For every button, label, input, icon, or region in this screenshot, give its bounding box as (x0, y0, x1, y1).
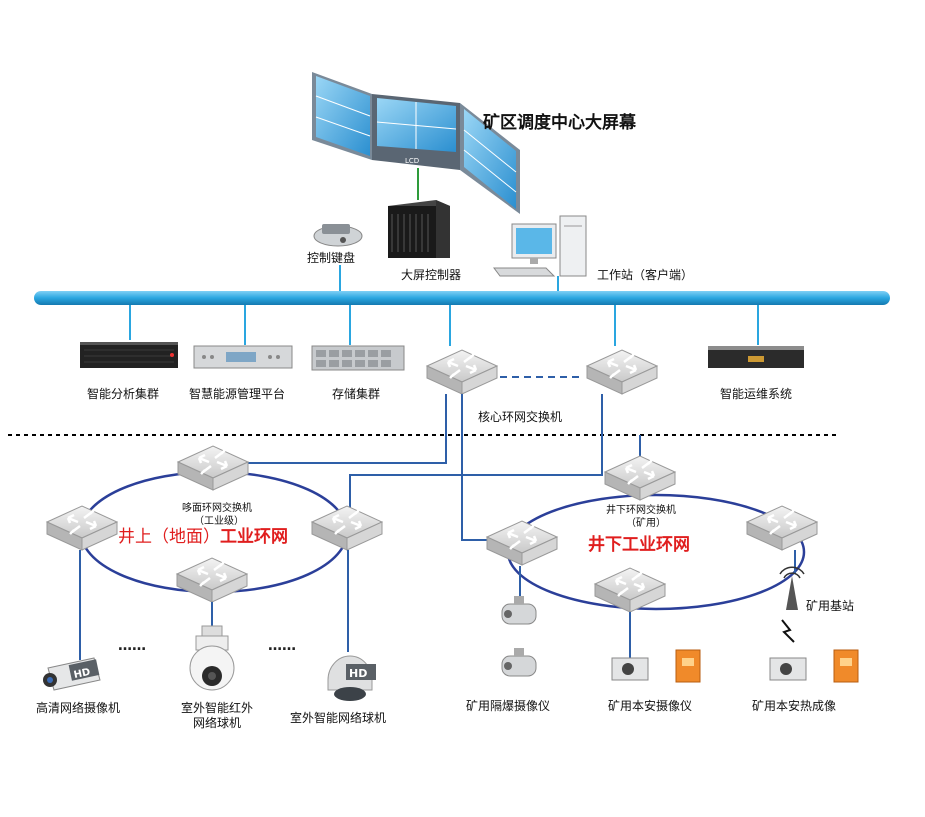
controller-label: 大屏控制器 (401, 268, 461, 282)
cam-explosion-label: 矿用隔爆摄像仪 (466, 698, 550, 713)
core-switch-label: 核心环网交换机 (478, 409, 562, 424)
hd-badge-2: HD (349, 667, 367, 680)
keyboard-icon (313, 224, 363, 247)
cam-dome-label: 室外智能网络球机 (290, 710, 386, 725)
ir-dome-camera-icon (189, 625, 235, 691)
hd-camera-icon: HD (43, 657, 101, 691)
analysis-server-icon (80, 342, 178, 368)
core-switch-right-icon (585, 348, 659, 396)
safe-camera-icon (611, 649, 701, 683)
underground-switch-top-icon (603, 454, 677, 502)
underground-switch-label-2: （矿用） (626, 516, 666, 529)
surface-ring-bold: 工业环网 (220, 527, 288, 547)
controller-icon (388, 200, 450, 258)
cam-safe-label: 矿用本安摄像仪 (608, 698, 692, 713)
dots-right: …… (268, 638, 296, 654)
keyboard-label: 控制键盘 (307, 250, 355, 265)
surface-ring-prefix: 井上（地面） (118, 527, 220, 547)
station-label: 矿用基站 (806, 599, 854, 613)
storage-server-icon (311, 345, 405, 371)
analysis-label: 智能分析集群 (87, 386, 159, 401)
surface-switch-right-icon (310, 504, 384, 552)
lcd-video-wall: LCD (312, 72, 520, 214)
bus-drops (129, 305, 759, 346)
hd-badge-1: HD (73, 667, 92, 681)
camera-drops (79, 550, 796, 660)
dots-left: …… (118, 638, 146, 654)
thermal-camera-icon (769, 649, 859, 683)
surface-switch-top-icon (176, 444, 250, 492)
explosion-camera-icon (501, 596, 537, 677)
base-station-icon (779, 566, 805, 643)
surface-switch-label-2: （工业级） (194, 515, 244, 527)
ops-label: 智能运维系统 (720, 386, 792, 401)
surface-switch-left-icon (45, 504, 119, 552)
backbone-bus (34, 291, 890, 305)
underground-ring-label: 井下工业环网 (588, 534, 690, 555)
underground-switch-label-1: 井下环网交换机 (606, 503, 676, 516)
underground-switch-left-icon (485, 519, 559, 567)
ops-server-icon (708, 346, 804, 368)
surface-switch-bottom-icon (175, 556, 249, 604)
energy-server-icon (193, 345, 293, 369)
core-switch-left-icon (425, 348, 499, 396)
core-uplinks (248, 394, 641, 541)
surface-ring-label: 井上（地面）工业环网 (118, 527, 288, 547)
surface-switch-label-1: 哆面环网交换机 (182, 501, 252, 514)
cam-ir-label-2: 网络球机 (193, 715, 241, 730)
cam-hd-label: 高清网络摄像机 (36, 700, 120, 715)
cam-ir-label-1: 室外智能红外 (181, 700, 253, 715)
lcd-label: LCD (405, 157, 419, 165)
cam-thermal-label: 矿用本安热成像 (752, 698, 836, 713)
workstation-label: 工作站（客户端） (597, 267, 693, 282)
energy-label: 智慧能源管理平台 (189, 386, 285, 401)
underground-switch-right-icon (745, 504, 819, 552)
center-title: 矿区调度中心大屏幕 (483, 112, 637, 133)
storage-label: 存储集群 (332, 386, 380, 401)
hd-dome-camera-icon: HD (327, 655, 376, 701)
workstation-icon (493, 215, 587, 277)
